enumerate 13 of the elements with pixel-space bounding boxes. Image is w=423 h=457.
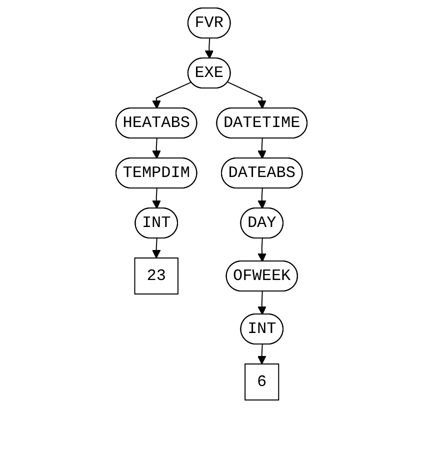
arrow <box>152 238 161 258</box>
arrow <box>257 344 266 364</box>
arrow <box>258 291 266 315</box>
arrow <box>227 82 266 109</box>
node-box: 6 <box>244 363 280 400</box>
arrow <box>258 138 266 159</box>
arrow <box>152 188 161 209</box>
arrow <box>152 82 192 109</box>
arrow <box>204 38 214 59</box>
arrow <box>258 188 266 209</box>
arrow <box>258 238 266 262</box>
arrow <box>152 138 161 159</box>
node-box: 23 <box>134 258 178 294</box>
